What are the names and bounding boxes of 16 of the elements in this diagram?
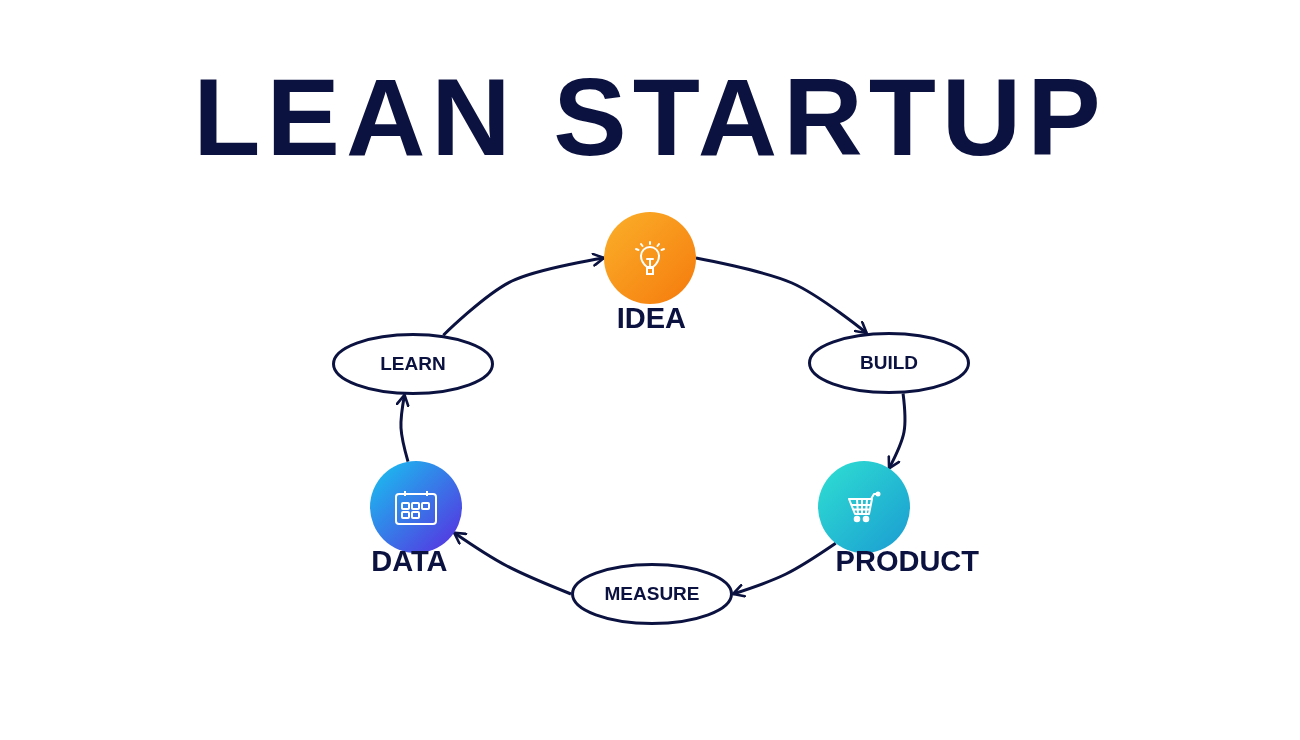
step-ellipse [571,563,733,625]
step-label: MEASURE [604,583,700,605]
arrow [442,252,606,337]
arrow [695,256,868,335]
arrow [452,531,572,596]
step-label: LEARN [380,353,446,375]
step-label: BUILD [859,352,919,374]
step-ellipse [808,332,970,394]
stage-label: DATA [370,547,449,576]
arrow [887,393,907,470]
stage-label: PRODUCT [834,547,980,576]
arrow [395,393,410,463]
arrow [731,542,837,598]
diagram-title: LEAN STARTUP [193,56,1107,177]
step-ellipse [332,333,494,395]
stage-label: IDEA [615,304,687,333]
